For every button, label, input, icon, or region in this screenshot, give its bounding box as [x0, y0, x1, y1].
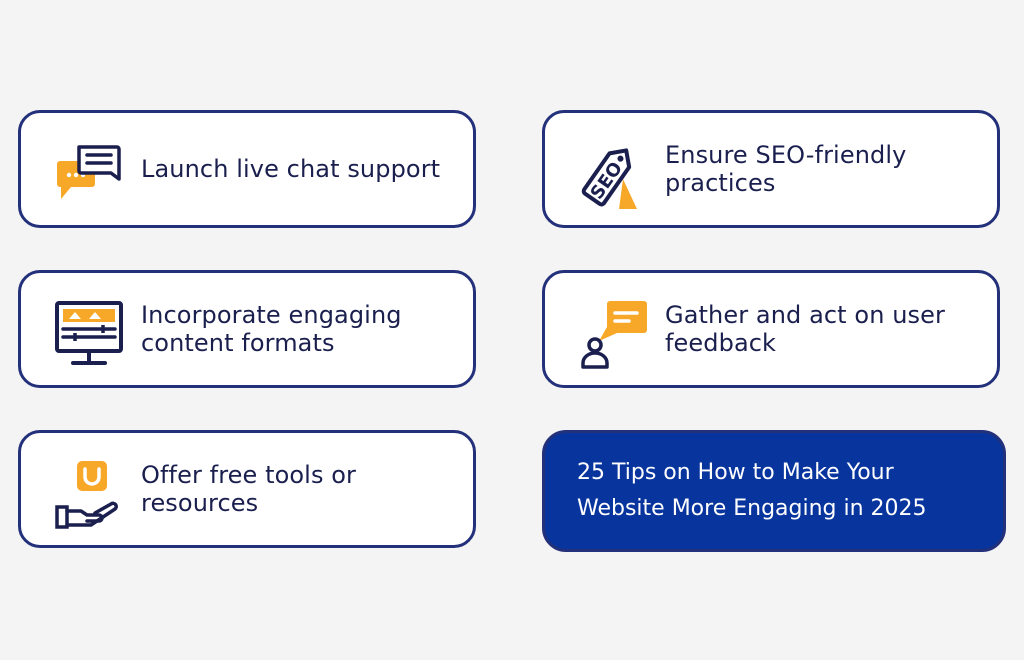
hand-offer-icon: [53, 459, 125, 531]
title-card: 25 Tips on How to Make Your Website More…: [542, 430, 1006, 552]
monitor-content-icon: [53, 299, 125, 371]
card-free-tools: Offer free tools or resources: [18, 430, 476, 548]
card-label: Incorporate engaging content formats: [141, 301, 402, 357]
chat-bubbles-icon: [53, 139, 125, 211]
card-seo: SEO Ensure SEO-friendly practices: [542, 110, 1000, 228]
card-user-feedback: Gather and act on user feedback: [542, 270, 1000, 388]
card-label: Gather and act on user feedback: [665, 301, 945, 357]
card-live-chat: Launch live chat support: [18, 110, 476, 228]
seo-tag-icon: SEO: [577, 139, 649, 211]
diagram-title: 25 Tips on How to Make Your Website More…: [577, 460, 927, 521]
card-label: Launch live chat support: [141, 155, 441, 183]
card-content-formats: Incorporate engaging content formats: [18, 270, 476, 388]
card-label: Offer free tools or resources: [141, 461, 357, 517]
card-label: Ensure SEO-friendly practices: [665, 141, 907, 197]
user-feedback-icon: [577, 299, 649, 371]
